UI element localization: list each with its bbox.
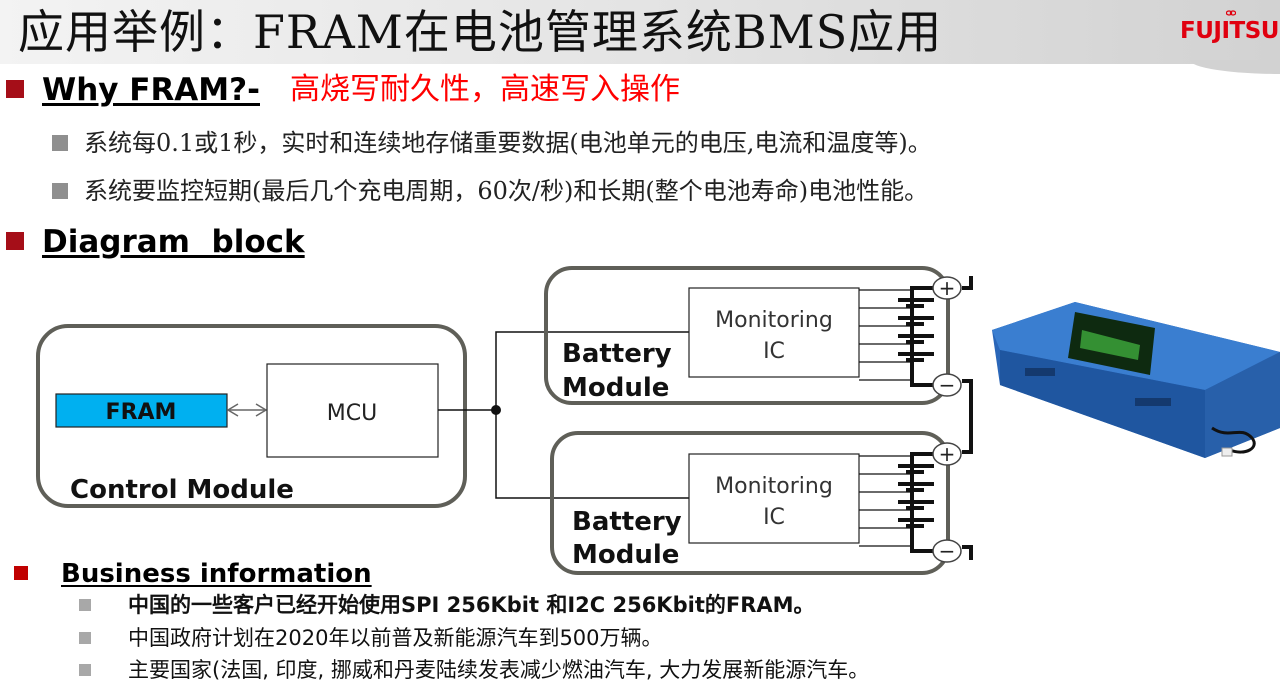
monitoring-ic-1-line1: Monitoring — [715, 308, 833, 333]
battery-module-2-label-line1: Battery — [572, 507, 682, 537]
monitoring-ic-2 — [688, 453, 860, 544]
fujitsu-infinity-icon — [1226, 10, 1236, 16]
bullet-icon — [79, 632, 91, 644]
fujitsu-logo: FUJITSU — [1180, 18, 1279, 44]
why-bullet-1: 系统每0.1或1秒，实时和连续地存储重要数据(电池单元的电压,电流和温度等)。 — [84, 129, 932, 157]
bullet-icon — [52, 183, 68, 199]
monitoring-ic-1 — [688, 287, 860, 378]
minus-terminal-symbol: − — [939, 373, 956, 397]
minus-lead — [910, 546, 934, 553]
fram-label: FRAM — [106, 400, 177, 425]
why-bullet-2: 系统要监控短期(最后几个充电周期，60次/秒)和长期(整个电池寿命)电池性能。 — [84, 177, 929, 205]
header-band — [0, 0, 1280, 64]
negative-output-wire — [962, 545, 973, 560]
junction-dot — [491, 405, 501, 415]
battery-module-1-label-line1: Battery — [562, 339, 672, 369]
battery-module-2-label-line2: Module — [572, 540, 679, 570]
battery-cells-1: +− — [859, 276, 962, 397]
battery-module-2-box — [550, 431, 950, 575]
plus-terminal-symbol: + — [939, 442, 956, 466]
mcu-block — [266, 363, 439, 458]
minus-lead — [910, 380, 934, 387]
mcu-label: MCU — [327, 401, 377, 426]
plus-terminal-symbol: + — [939, 276, 956, 300]
business-bullet-2: 中国政府计划在2020年以前普及新能源汽车到500万辆。 — [128, 626, 663, 650]
minus-terminal-icon — [932, 373, 962, 397]
plus-lead — [910, 452, 934, 456]
section-bullet-icon — [6, 232, 24, 250]
why-fram-subtitle: 高烧写耐久性，高速写入操作 — [290, 72, 680, 107]
battery-module-1-label-line2: Module — [562, 373, 669, 403]
bus-wires — [438, 331, 690, 499]
fram-block — [55, 393, 228, 428]
bullet-icon — [79, 599, 91, 611]
plus-terminal-icon — [932, 276, 962, 300]
series-link-wire — [962, 379, 973, 454]
plus-lead — [910, 286, 934, 290]
bullet-icon — [52, 135, 68, 151]
business-bullet-1: 中国的一些客户已经开始使用SPI 256Kbit 和I2C 256Kbit的FR… — [128, 593, 815, 617]
minus-terminal-icon — [932, 539, 962, 563]
battery-cells-2: +− — [859, 442, 962, 563]
fram-mcu-arrow — [226, 403, 268, 417]
monitoring-ic-1-line2: IC — [763, 339, 785, 364]
battery-pack-photo — [992, 302, 1280, 458]
section-bullet-icon — [6, 80, 24, 98]
minus-terminal-symbol: − — [939, 539, 956, 563]
diagram-heading: Diagram block — [42, 224, 305, 260]
monitoring-ic-2-line2: IC — [763, 505, 785, 530]
monitoring-ic-2-line1: Monitoring — [715, 474, 833, 499]
page-title: 应用举例：FRAM在电池管理系统BMS应用 — [18, 5, 943, 59]
battery-module-1-box — [544, 266, 950, 405]
business-heading: Business information — [61, 559, 372, 589]
positive-output-wire — [962, 276, 973, 290]
business-bullet-3: 主要国家(法国, 印度, 挪威和丹麦陆续发表减少燃油汽车, 大力发展新能源汽车。 — [128, 658, 870, 682]
control-module-label: Control Module — [70, 475, 294, 505]
section-bullet-icon — [14, 566, 28, 580]
control-module-box — [36, 324, 467, 508]
why-fram-heading: Why FRAM?- — [42, 72, 260, 108]
bullet-icon — [79, 664, 91, 676]
plus-terminal-icon — [932, 442, 962, 466]
